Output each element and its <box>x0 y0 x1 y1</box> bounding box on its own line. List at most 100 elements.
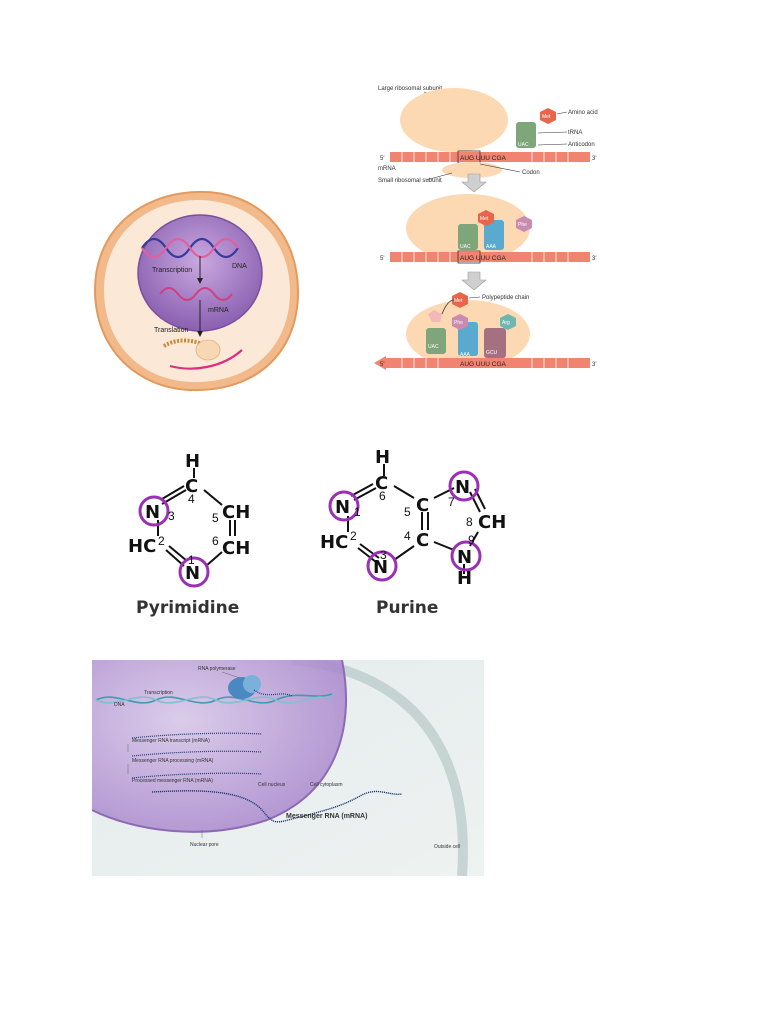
mrna-main-label: Messenger RNA (mRNA) <box>286 813 367 820</box>
nuclear-envelope <box>92 660 348 833</box>
trna-pointer <box>537 131 568 134</box>
ribosome-small <box>195 339 221 361</box>
phe-amino-acid-3 <box>452 314 468 330</box>
purine-num-3: 3 <box>380 548 387 562</box>
mrna-ticks-3 <box>401 358 569 368</box>
purine-num-5: 5 <box>404 505 411 519</box>
dna-label: DNA <box>114 702 125 708</box>
mrna-sequence-3: AUG UUU CGA <box>460 361 507 368</box>
purine-num-1: 1 <box>354 505 361 519</box>
pyrimidine-num-1: 1 <box>188 553 195 567</box>
translation-diagram: Large ribosomal subunit AUG UUU CGA 5' 3… <box>374 86 598 370</box>
purine-n7: N <box>455 477 470 498</box>
purine-c5: C <box>416 495 429 516</box>
pyrimidine-n3: N <box>145 502 160 523</box>
purine-n1: N <box>335 497 350 518</box>
mrna-strip-1 <box>390 152 590 162</box>
arg-amino-acid-3 <box>500 314 516 330</box>
mrna-sequence-1: AUG UUU CGA <box>460 155 507 162</box>
phe-label-2: Phe <box>518 222 527 228</box>
dna-label: DNA <box>232 263 247 270</box>
purine-n9-highlight <box>450 540 482 572</box>
polypeptide-label: Polypeptide chain <box>482 295 529 301</box>
five-prime-3: 5' <box>380 362 384 368</box>
large-subunit-label: Large ribosomal subunit <box>378 86 442 92</box>
exported-mrna <box>151 790 403 823</box>
processing-label: Messenger RNA processing (mRNA) <box>132 758 214 764</box>
pyrimidine-num-6: 6 <box>212 534 219 548</box>
amino-acid-pointer <box>556 111 568 115</box>
cytoplasm-label: Cell cytoplasm <box>310 782 343 788</box>
five-prime-2: 5' <box>380 256 384 262</box>
trna-aaa-label-2: AAA <box>486 244 497 250</box>
mrna-sequence-2: AUG UUU CGA <box>460 255 507 262</box>
polypeptide-bond <box>441 299 455 315</box>
mrna-strand <box>159 287 233 301</box>
purine-structure: H C N C N CH HC C N N H 6 5 7 8 2 4 9 3 … <box>320 447 506 618</box>
purine-title: Purine <box>376 598 438 618</box>
dna-helix <box>95 693 333 704</box>
pyrimidine-hc2: HC <box>128 536 156 557</box>
trna-gcu-label-3: GCU <box>486 350 498 356</box>
three-prime-1: 3' <box>592 156 596 162</box>
purine-c6: C <box>375 473 388 494</box>
codon-box-2 <box>457 250 481 264</box>
pyrimidine-ch6: CH <box>222 538 250 559</box>
transcription-arrowhead <box>197 278 203 284</box>
purine-hc2: HC <box>320 532 348 553</box>
purine-h9: H <box>457 568 472 589</box>
outside-cell-label: Outside cell <box>434 844 460 850</box>
met-label-3: Met <box>454 298 463 304</box>
amino-acid-label: Amino acid <box>568 110 598 116</box>
small-subunit-1 <box>442 162 502 178</box>
purine-n3: N <box>373 557 388 578</box>
large-subunit-1 <box>400 88 508 152</box>
anticodon-label: Anticodon <box>568 142 595 148</box>
dna-helix <box>141 237 239 259</box>
mrna-strip-3 <box>386 358 590 368</box>
three-prime-2: 3' <box>592 256 596 262</box>
purine-num-8: 8 <box>466 515 473 529</box>
mrna-ticks-1 <box>401 152 569 162</box>
pyrimidine-num-2: 2 <box>158 534 165 548</box>
pyrimidine-ch5: CH <box>222 502 250 523</box>
trna-uac-2 <box>458 224 478 250</box>
processed-mrna-strand <box>131 772 263 779</box>
mrna-arrow-3 <box>374 356 386 370</box>
pyrimidine-bonds <box>157 468 236 567</box>
mrna-ticks-2 <box>401 252 569 262</box>
rna-polymerase-2 <box>243 675 261 693</box>
mrna-processing-strand <box>131 750 263 757</box>
phe-label-3: Phe <box>454 320 463 326</box>
pyrimidine-title: Pyrimidine <box>136 598 239 618</box>
step-arrow-1 <box>461 173 487 193</box>
mrna-label: mRNA <box>378 166 396 172</box>
trna-uac-3 <box>426 328 446 354</box>
arg-label-3: Arg <box>502 320 510 326</box>
purine-h6: H <box>375 447 390 468</box>
mrna-cytoplasm <box>169 349 243 370</box>
purine-num-6: 6 <box>379 489 386 503</box>
purine-num-2: 2 <box>350 529 357 543</box>
pyrimidine-h: H <box>185 451 200 472</box>
purine-num-4: 4 <box>404 529 411 543</box>
pyrimidine-num-3: 3 <box>168 509 175 523</box>
purine-num-9: 9 <box>468 533 475 547</box>
trna-aaa-2 <box>484 220 504 250</box>
anticodon-pointer <box>537 143 568 146</box>
rna-polymerase-label: RNA polymerase <box>198 666 236 672</box>
pyrimidine-structure: H C N CH HC N CH 4 3 5 2 6 1 Pyrimidine <box>128 451 250 618</box>
mrna-strip-2 <box>390 252 590 262</box>
met-label-1: Met <box>542 114 551 120</box>
three-prime-3: 3' <box>592 362 596 368</box>
trna-1 <box>516 122 536 148</box>
rna-polymerase-pointer <box>221 671 241 679</box>
pyrimidine-num-4: 4 <box>188 492 195 506</box>
purine-ch8: CH <box>478 512 506 533</box>
translation-label: Translation <box>154 327 188 334</box>
polypeptide-pointer <box>468 296 481 299</box>
pyrimidine-n1: N <box>185 563 200 584</box>
cell-diagram: DNA Transcription mRNA Translation <box>93 190 300 392</box>
purine-n1-highlight <box>328 490 360 522</box>
trna-gcu-3 <box>484 328 506 358</box>
